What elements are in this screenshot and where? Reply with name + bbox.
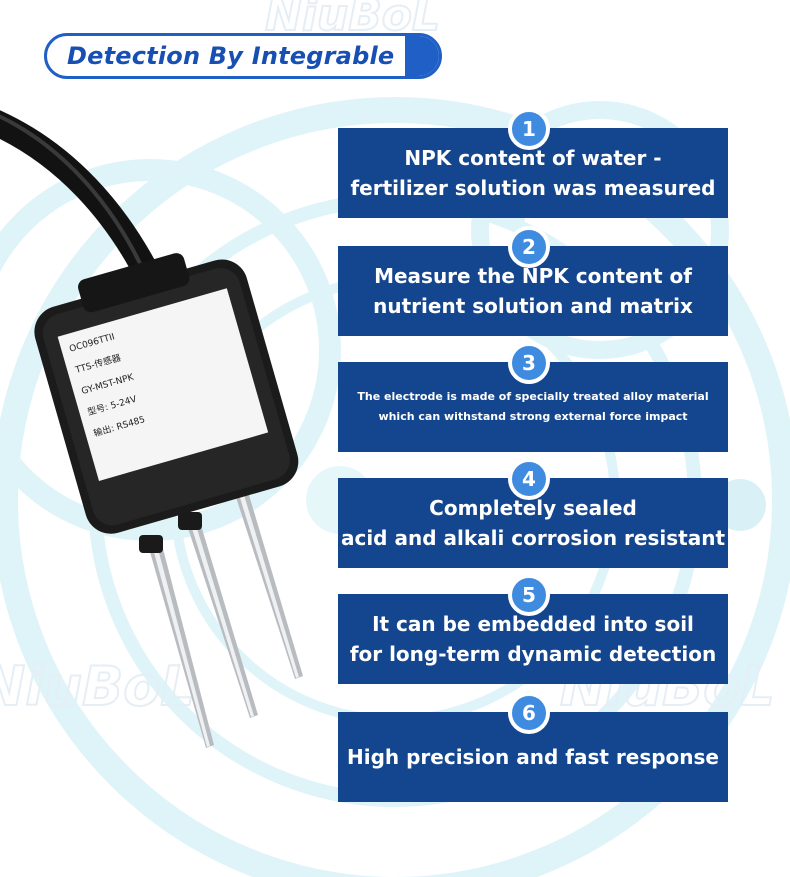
feature-box-2: Measure the NPK content of nutrient solu… [338,246,728,336]
feature-number-badge: 1 [508,108,550,150]
title-accent [405,36,439,76]
page-title: Detection By Integrable [67,42,395,70]
feature-text: High precision and fast response [346,745,719,769]
feature-text: NPK content of water - [404,146,662,170]
feature-text: Measure the NPK content of [374,264,692,288]
feature-text: It can be embedded into soil [372,612,694,636]
feature-text: nutrient solution and matrix [373,294,693,318]
feature-number-badge: 6 [508,692,550,734]
feature-number-badge: 4 [508,458,550,500]
feature-text: The electrode is made of specially treat… [357,390,709,403]
page-title-banner: Detection By Integrable [44,33,442,79]
feature-text: which can withstand strong external forc… [378,410,688,423]
feature-text: fertilizer solution was measured [350,176,716,200]
feature-number-badge: 3 [508,342,550,384]
feature-text: Completely sealed [429,496,637,520]
feature-number-badge: 5 [508,574,550,616]
svg-text:NiuBoL: NiuBoL [0,655,195,718]
feature-text: acid and alkali corrosion resistant [340,526,726,550]
feature-text: for long-term dynamic detection [349,642,717,666]
feature-number-badge: 2 [508,226,550,268]
